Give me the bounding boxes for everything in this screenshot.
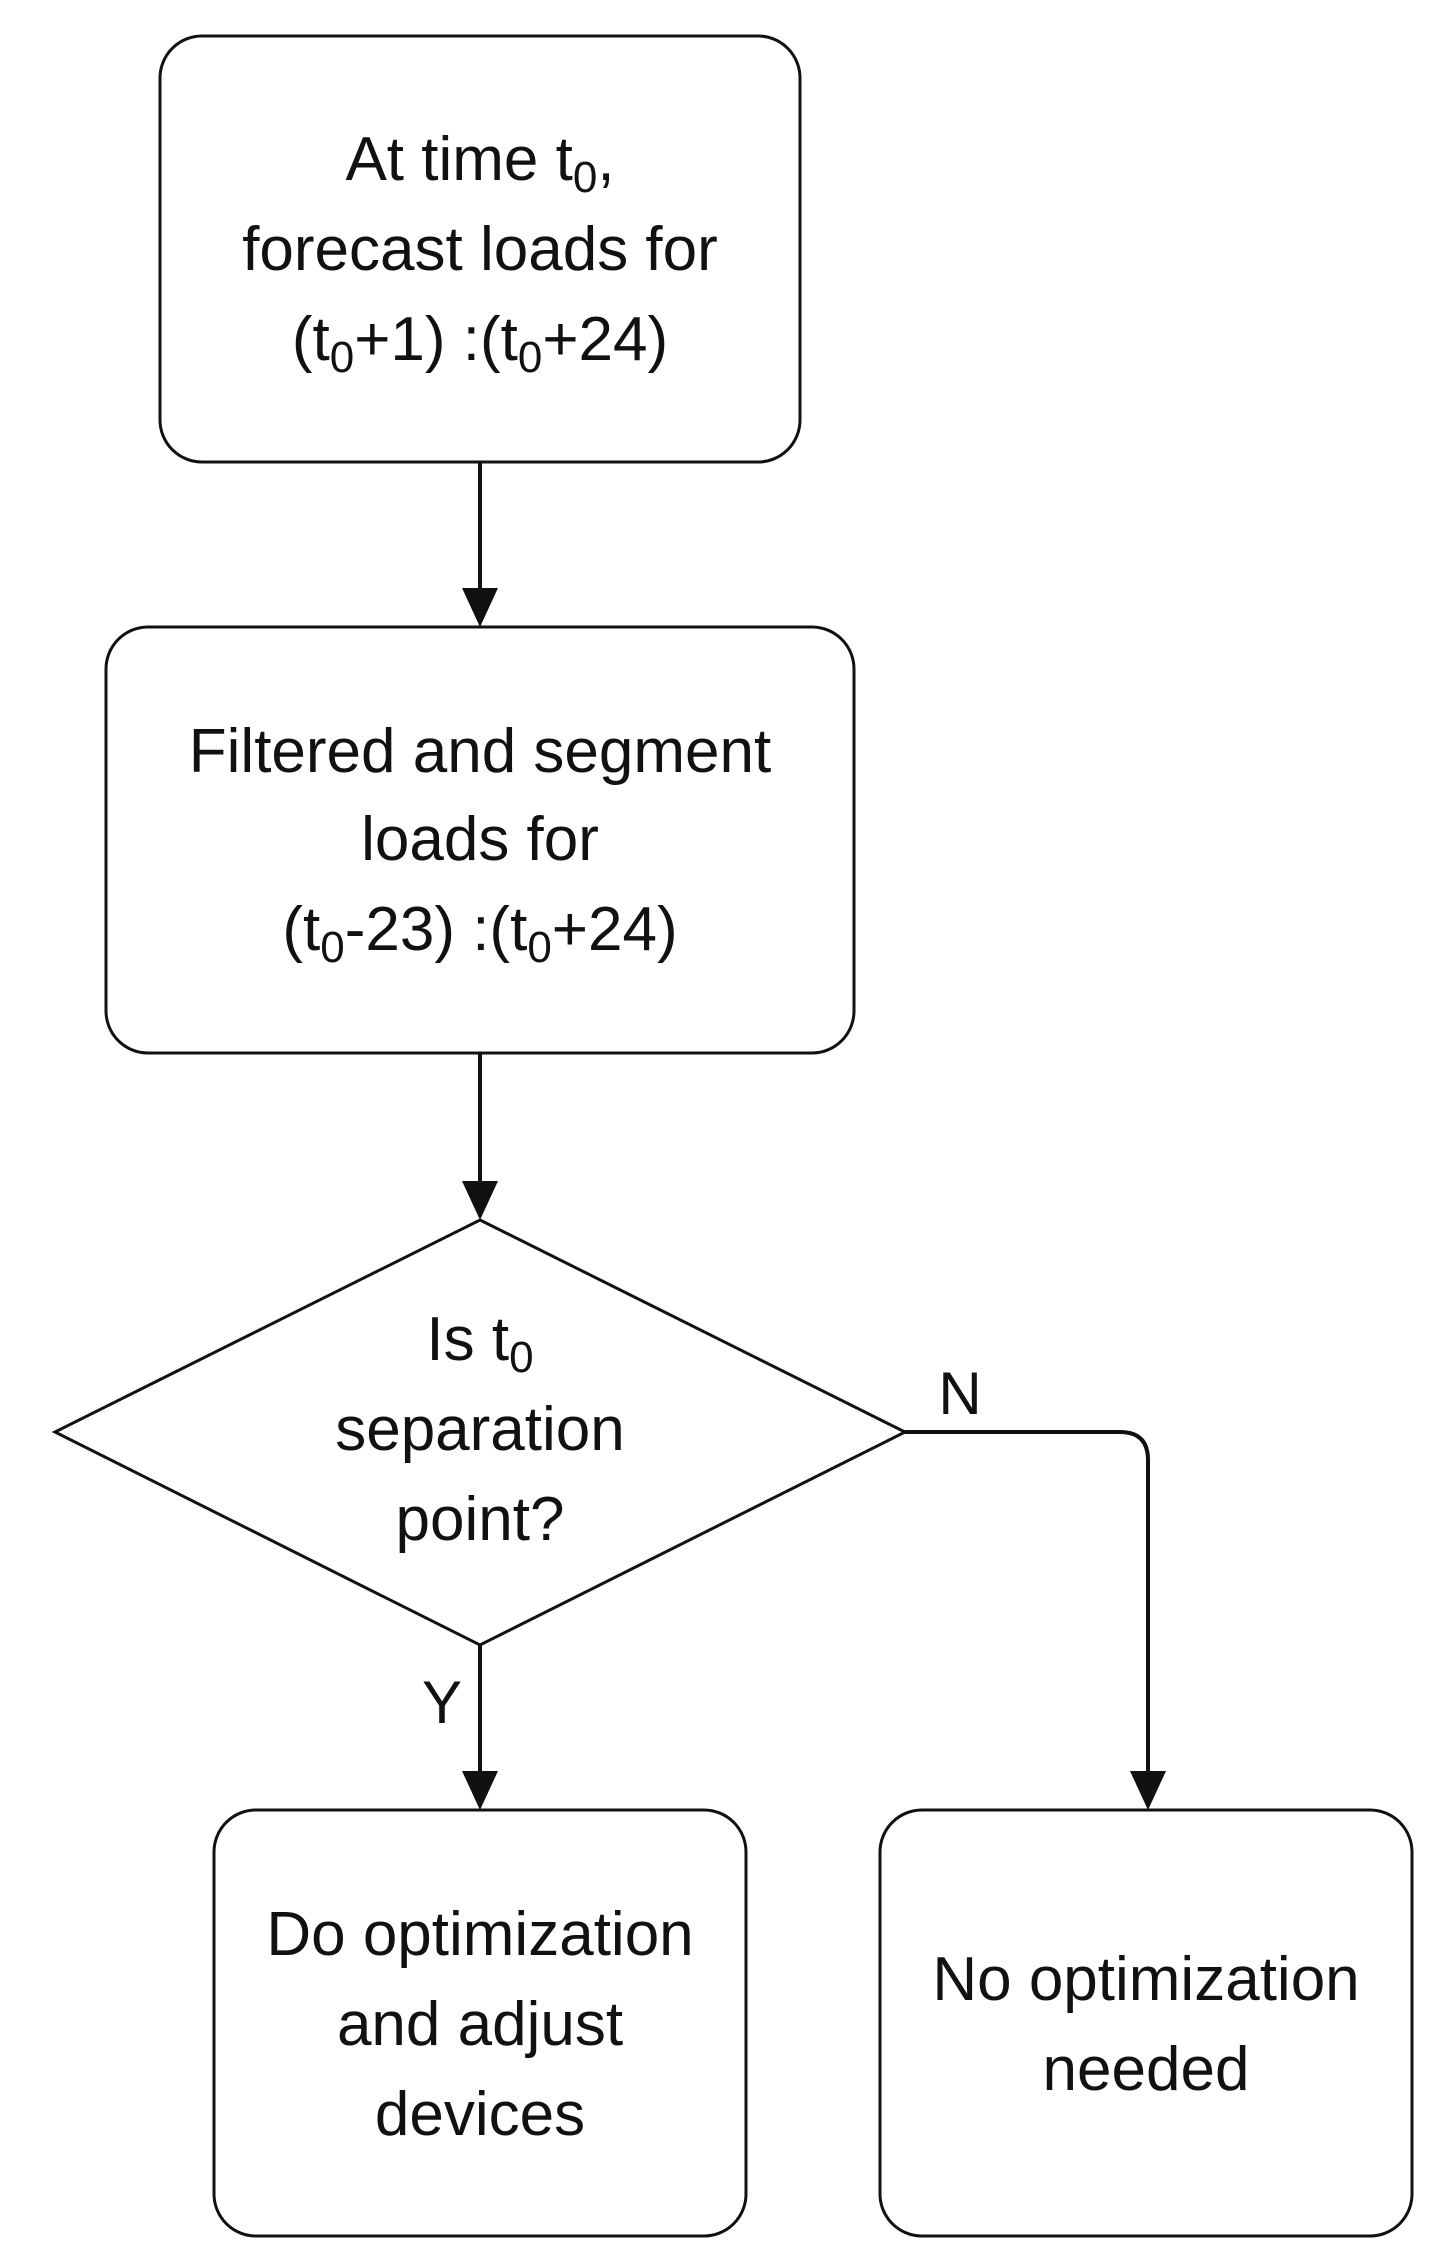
node-filter-line-3-sub-2: 0 (527, 923, 551, 972)
node-filter-line-3-sub-1: 0 (320, 923, 344, 972)
node-filter-line-3-c: +24) (552, 895, 678, 964)
edge-label-no: N (938, 1360, 981, 1427)
node-decision-line-2: separation (335, 1395, 625, 1464)
node-filter-line-3-a: (t (282, 895, 320, 964)
node-optimize-line-1: Do optimization (266, 1900, 693, 1969)
arrowhead-no-optimize (1130, 1771, 1166, 1810)
node-decision-diamond (51, 1218, 909, 1647)
node-no-optimize: No optimization needed (878, 1808, 1414, 2238)
node-no-optimize-box (878, 1808, 1414, 2238)
node-filter-line-3: (t0-23) :(t0+24) (282, 895, 677, 972)
node-decision-line-1-text: Is t (426, 1305, 509, 1374)
node-filter-line-3-b: -23) :(t (345, 895, 528, 964)
node-filter: Filtered and segment loads for (t0-23) :… (104, 625, 856, 1055)
node-start-line-3-b: +1) :(t (354, 305, 518, 374)
arrowhead-decision (462, 1181, 498, 1220)
node-start-box (158, 34, 802, 464)
edge-no (905, 1430, 1150, 1773)
node-start-line-3-c: +24) (542, 305, 668, 374)
arrowhead-optimize (462, 1771, 498, 1810)
node-decision-line-1-subscript: 0 (509, 1333, 533, 1382)
node-optimize-box (212, 1808, 748, 2238)
node-start-line-1: At time t0, (345, 125, 614, 202)
node-optimize-line-3: devices (375, 2080, 585, 2149)
node-start: At time t0, forecast loads for (t0+1) :(… (158, 34, 802, 464)
node-decision-line-1: Is t0 (426, 1305, 533, 1382)
node-start-line-2: forecast loads for (242, 215, 718, 284)
node-start-line-3-sub-1: 0 (330, 333, 354, 382)
node-decision: Is t0 separation point? (51, 1218, 909, 1647)
node-no-optimize-line-1: No optimization (932, 1945, 1359, 2014)
node-start-line-1-subscript: 0 (573, 153, 597, 202)
node-start-line-1-tail: , (597, 125, 614, 194)
node-start-line-3: (t0+1) :(t0+24) (292, 305, 668, 382)
node-filter-box (104, 625, 856, 1055)
edge-label-yes: Y (422, 1669, 462, 1736)
arrowhead-filter (462, 588, 498, 627)
node-filter-line-2: loads for (361, 805, 599, 874)
node-decision-line-3: point? (396, 1485, 565, 1554)
node-start-line-1-text: At time t (345, 125, 572, 194)
node-start-line-3-sub-2: 0 (518, 333, 542, 382)
edges: Y N (422, 462, 1166, 1810)
node-optimize-line-2: and adjust (337, 1990, 623, 2059)
node-filter-line-1: Filtered and segment (189, 717, 771, 786)
node-start-line-3-a: (t (292, 305, 330, 374)
node-optimize: Do optimization and adjust devices (212, 1808, 748, 2238)
node-no-optimize-line-2: needed (1043, 2035, 1250, 2104)
